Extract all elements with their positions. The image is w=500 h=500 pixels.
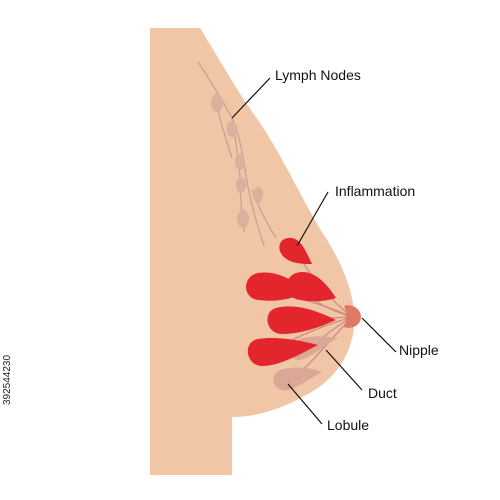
leader-duct [325, 349, 363, 391]
lymph-node [226, 121, 238, 137]
inflamed-lobules [246, 237, 336, 366]
leader-lobule [287, 383, 323, 425]
inflamed-lobule [286, 271, 336, 302]
lobule [273, 367, 322, 391]
leader-nipple [361, 317, 397, 353]
label-duct: Duct [368, 385, 397, 401]
lymph-nodes [211, 94, 263, 228]
inflamed-lobule [279, 237, 312, 264]
lymph-node [253, 187, 263, 203]
label-lobule: Lobule [327, 417, 370, 433]
lymph-node [237, 210, 249, 228]
lymph-node [235, 154, 245, 170]
lymph-node [236, 177, 246, 193]
nipple [344, 305, 361, 328]
label-nipple: Nipple [399, 342, 439, 358]
label-inflammation: Inflammation [335, 183, 416, 199]
inflamed-lobule [247, 337, 318, 366]
stock-image-id: 392544230 [2, 354, 13, 406]
leader-lines [231, 77, 397, 425]
leader-inflammation [296, 191, 329, 247]
label-lymph-nodes: Lymph Nodes [275, 67, 361, 83]
inflamed-lobule [267, 306, 336, 334]
breast-silhouette [150, 28, 355, 475]
lymph-node [211, 94, 223, 112]
leader-lymph-nodes [231, 77, 271, 119]
